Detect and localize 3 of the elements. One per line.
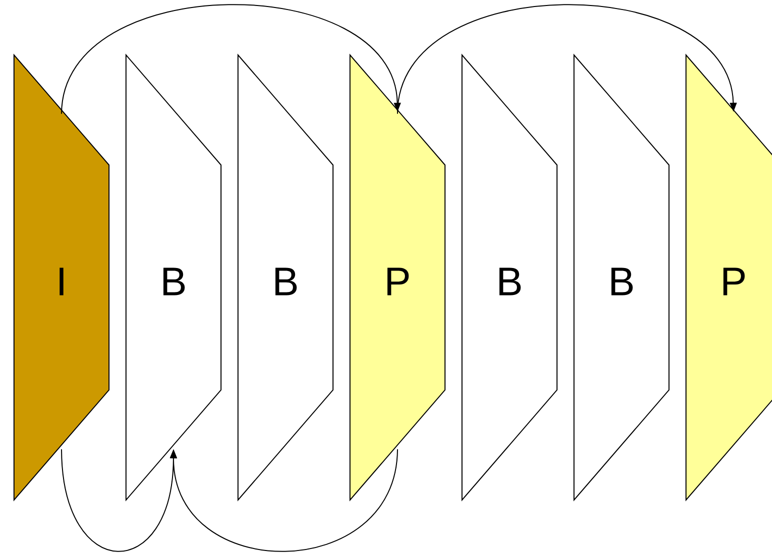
- arrow: [170, 448, 398, 552]
- arrow: [397, 4, 737, 114]
- arrow: [61, 4, 401, 114]
